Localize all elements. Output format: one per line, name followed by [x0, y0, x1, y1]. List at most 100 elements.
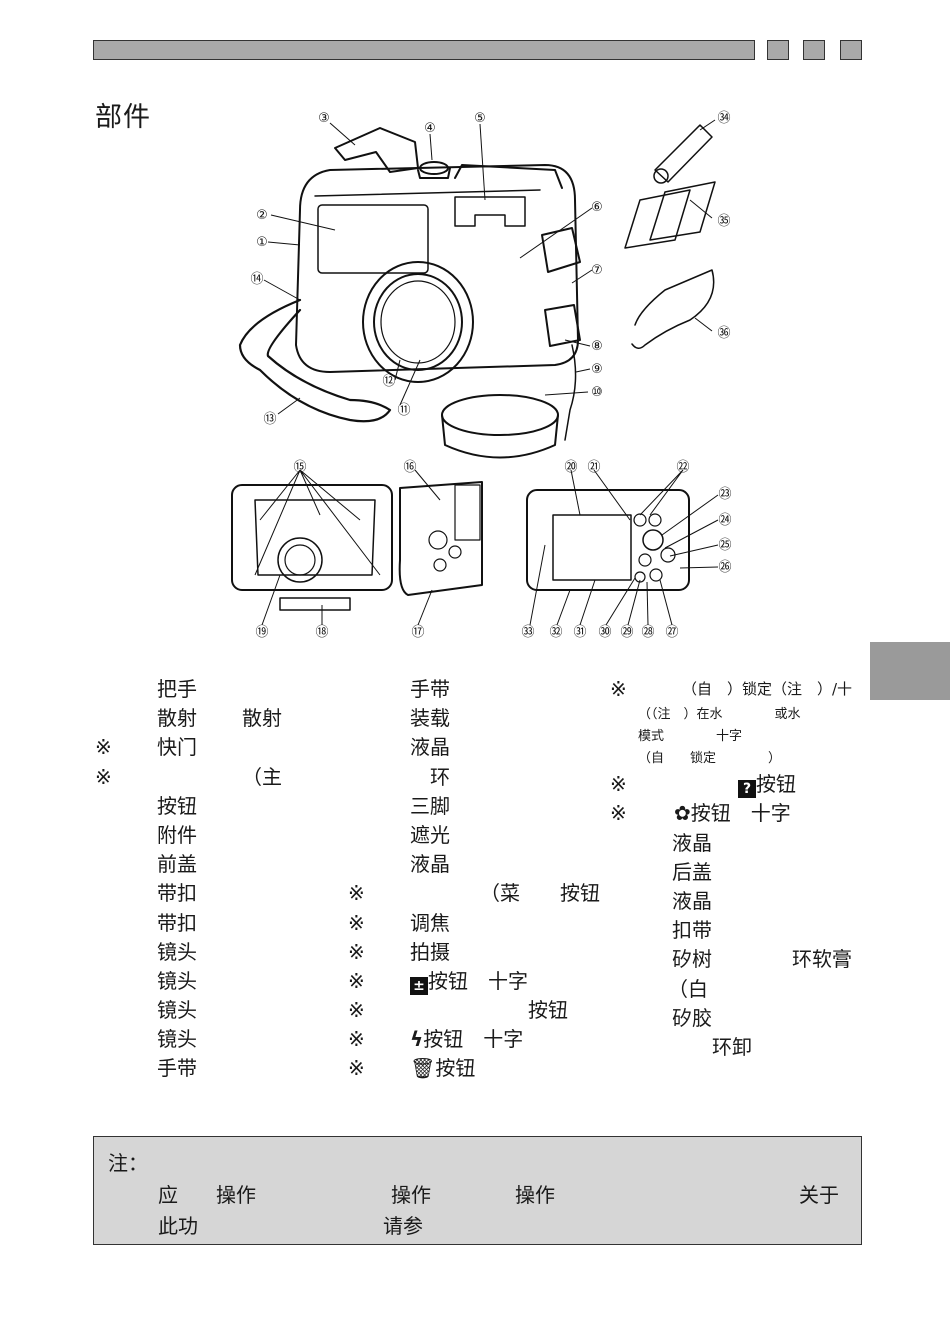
list-item: 液晶: [410, 735, 450, 760]
callout-19: ⑲: [255, 625, 268, 640]
callout-34: ㉞: [717, 111, 730, 126]
callout-7: ⑦: [591, 263, 603, 278]
parts-column-1: 把手 散射散射 ※快门 ※（主 按钮 附件 前盖 带扣 带扣 镜头 镜头 镜头 …: [95, 675, 315, 1084]
lens-ring: [362, 261, 474, 383]
callout-1: ①: [256, 235, 268, 250]
list-item: 手带: [410, 677, 450, 701]
callout-10: ⑩: [591, 385, 603, 400]
callout-24: ㉔: [718, 513, 731, 528]
list-item: 镜头: [157, 998, 197, 1023]
list-item: 镜头: [157, 939, 197, 964]
rear-housing: [526, 489, 690, 591]
exposure-icon: ±: [410, 976, 428, 995]
list-item: ※🗑按钮: [348, 1056, 476, 1081]
shutter-button: [419, 161, 449, 175]
header-bar: [93, 40, 755, 60]
section-tab: [870, 642, 950, 700]
camera-housing-illustration: ① ② ③ ④ ⑤ ⑥ ⑦ ⑧ ⑨ ⑩ ⑪ ⑫ ⑬ ⑭ ⑮ ⑯ ⑰ ⑱ ⑲ ⑳ …: [231, 111, 732, 640]
list-item: ※按钮: [348, 998, 568, 1023]
note-label: 注：: [108, 1151, 148, 1175]
callout-9: ⑨: [591, 362, 603, 377]
list-item: 把手: [157, 677, 197, 701]
flash-icon: ϟ: [410, 1027, 424, 1052]
callout-11: ⑪: [397, 403, 410, 418]
callout-5: ⑤: [474, 111, 486, 126]
callout-26: ㉖: [718, 560, 731, 575]
list-item: 液晶: [410, 852, 450, 877]
list-item: （（注 ）在水 或水: [638, 707, 801, 723]
callout-3: ③: [318, 111, 330, 126]
diffuser-plate: [317, 204, 429, 274]
grease-tube: [654, 124, 713, 183]
list-item: 附件: [157, 822, 197, 847]
list-item: 液晶: [672, 888, 712, 913]
lanyard: [564, 344, 577, 441]
shutter-lever: [334, 127, 419, 173]
callout-21: ㉑: [587, 460, 600, 475]
list-item: ※（自 ）锁定（注 ）/十: [610, 677, 853, 701]
callout-29: ㉙: [620, 625, 633, 640]
callout-13: ⑬: [263, 412, 276, 427]
callout-4: ④: [424, 121, 436, 136]
strap-buckle-lower: [544, 304, 581, 347]
list-item: 遮光: [410, 822, 450, 847]
list-item: ※（主: [95, 764, 282, 789]
help-icon: ?: [738, 780, 756, 799]
list-item: （白: [668, 976, 708, 1001]
callout-15: ⑮: [293, 460, 306, 475]
o-ring-remover: [631, 269, 715, 349]
list-item: 模式 十字: [638, 729, 743, 745]
list-item: 带扣: [157, 881, 197, 906]
page-title: 部件: [95, 102, 151, 133]
list-item: ※ϟ按钮 十字: [348, 1027, 524, 1052]
parts-column-2: 手带 装载 液晶 环 三脚 遮光 液晶 ※（菜 按钮 ※调焦 ※拍摄 ※±按钮 …: [348, 675, 608, 1084]
callout-31: ㉛: [573, 625, 586, 640]
callout-22: ㉒: [676, 460, 689, 475]
callout-23: ㉓: [718, 487, 731, 502]
callout-28: ㉘: [641, 625, 654, 640]
silicone-gel-packs: [624, 181, 716, 249]
parts-column-3: ※（自 ）锁定（注 ）/十 （（注 ）在水 或水 模式 十字 （自 锁定 ） ※…: [610, 675, 860, 1062]
lens-hood: [441, 394, 559, 436]
list-item: ※拍摄: [348, 939, 450, 964]
list-item: 矽胶: [672, 1005, 712, 1030]
list-item: 带扣: [157, 910, 197, 935]
list-item: ※✿按钮 十字: [610, 801, 791, 826]
list-item: 前盖: [157, 852, 197, 877]
header-square: [840, 40, 862, 60]
list-item: 手带: [157, 1056, 197, 1081]
callout-6: ⑥: [591, 200, 603, 215]
open-housing-back: [398, 481, 483, 596]
list-item: 后盖: [672, 859, 712, 884]
header-square: [767, 40, 789, 60]
hand-strap: [238, 298, 392, 423]
list-item: 液晶: [672, 830, 712, 855]
list-item: ※调焦: [348, 910, 450, 935]
list-item: 环卸: [672, 1034, 752, 1059]
list-item: （自 锁定 ）: [638, 751, 782, 767]
callout-2: ②: [256, 208, 268, 223]
list-item: 镜头: [157, 968, 197, 993]
list-item: 三脚: [410, 793, 450, 818]
list-item: 矽树 环软膏: [672, 947, 852, 972]
list-item: ※?按钮: [610, 772, 796, 799]
callout-27: ㉗: [665, 625, 678, 640]
accessory-shoe: [454, 196, 526, 227]
trash-icon: 🗑: [410, 1056, 436, 1081]
rear-lcd-window: [552, 514, 632, 581]
macro-icon: ✿: [674, 801, 691, 826]
callout-32: ㉜: [549, 625, 562, 640]
callout-36: ㊱: [717, 326, 730, 341]
callout-14: ⑭: [250, 272, 263, 287]
header-square: [803, 40, 825, 60]
list-item: 环: [410, 764, 450, 789]
list-item: 镜头: [157, 1027, 197, 1052]
list-item: ※快门: [95, 735, 197, 760]
callout-25: ㉕: [718, 538, 731, 553]
strap-buckle-upper: [541, 227, 581, 273]
list-item: ※±按钮 十字: [348, 968, 528, 995]
lens-cover: [373, 273, 463, 371]
list-item: ※（菜 按钮: [348, 881, 600, 906]
callout-35: ㉟: [717, 214, 730, 229]
callout-16: ⑯: [403, 460, 416, 475]
